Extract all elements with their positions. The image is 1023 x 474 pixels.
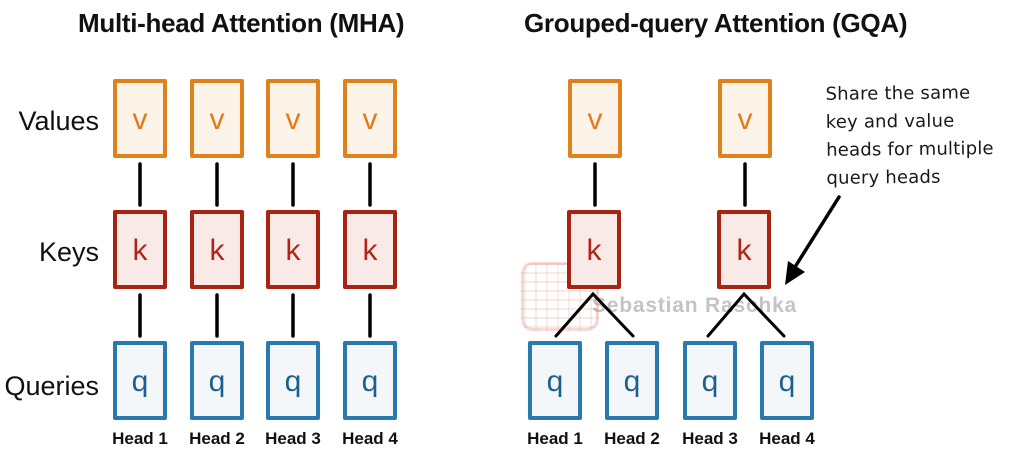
- key-letter: k: [132, 233, 148, 267]
- mha-key-box: k: [343, 210, 397, 289]
- query-letter: q: [361, 364, 379, 398]
- gqa-head-label: Head 2: [604, 429, 660, 448]
- query-letter: q: [701, 364, 719, 398]
- value-letter: v: [362, 102, 378, 136]
- gqa-title: Grouped-query Attention (GQA): [524, 8, 908, 38]
- value-letter: v: [285, 102, 301, 136]
- query-letter: q: [208, 364, 226, 398]
- gqa-value-box: v: [568, 79, 622, 158]
- mha-key-box: k: [190, 210, 244, 289]
- value-letter: v: [209, 102, 225, 136]
- mha-query-box: q: [190, 341, 244, 420]
- gqa-query-box: q: [683, 341, 737, 420]
- mha-title: Multi-head Attention (MHA): [78, 8, 405, 38]
- annotation-note: Share the same key and value heads for m…: [825, 79, 994, 193]
- mha-value-box: v: [266, 79, 320, 158]
- annotation-line: heads for multiple: [826, 138, 994, 161]
- watermark-text: Sebastian Raschka: [592, 294, 798, 317]
- gqa-query-box: q: [605, 341, 659, 420]
- gqa-head-label: Head 3: [682, 429, 738, 448]
- annotation-line: Share the same: [825, 82, 971, 105]
- query-letter: q: [623, 364, 641, 398]
- value-letter: v: [737, 102, 753, 136]
- value-letter: v: [132, 102, 148, 136]
- key-letter: k: [285, 233, 301, 267]
- mha-query-box: q: [343, 341, 397, 420]
- gqa-head-label: Head 1: [527, 429, 583, 448]
- gqa-key-box: k: [717, 210, 771, 289]
- values-row-label: Values: [18, 106, 99, 136]
- key-letter: k: [209, 233, 225, 267]
- annotation-line: query heads: [826, 166, 941, 189]
- key-letter: k: [362, 233, 378, 267]
- key-letter: k: [586, 233, 602, 267]
- gqa-query-box: q: [760, 341, 814, 420]
- mha-key-box: k: [266, 210, 320, 289]
- query-letter: q: [546, 364, 564, 398]
- query-letter: q: [131, 364, 149, 398]
- mha-head-label: Head 2: [189, 429, 245, 448]
- mha-value-box: v: [343, 79, 397, 158]
- queries-row-label: Queries: [4, 371, 99, 401]
- mha-head-label: Head 3: [265, 429, 321, 448]
- mha-value-box: v: [190, 79, 244, 158]
- query-letter: q: [284, 364, 302, 398]
- keys-row-label: Keys: [38, 237, 99, 267]
- mha-head-label: Head 4: [342, 429, 398, 448]
- annotation-arrow-shaft: [793, 195, 841, 269]
- key-letter: k: [736, 233, 752, 267]
- gqa-key-box: k: [567, 210, 621, 289]
- annotation-arrowhead-icon: [785, 261, 805, 285]
- mha-head-label: Head 1: [112, 429, 168, 448]
- mha-key-box: k: [113, 210, 167, 289]
- gqa-head-label: Head 4: [759, 429, 815, 448]
- gqa-query-box: q: [528, 341, 582, 420]
- annotation-line: key and value: [825, 110, 955, 133]
- mha-query-box: q: [266, 341, 320, 420]
- gqa-value-box: v: [718, 79, 772, 158]
- value-letter: v: [587, 102, 603, 136]
- mha-query-box: q: [113, 341, 167, 420]
- mha-value-box: v: [113, 79, 167, 158]
- query-letter: q: [778, 364, 796, 398]
